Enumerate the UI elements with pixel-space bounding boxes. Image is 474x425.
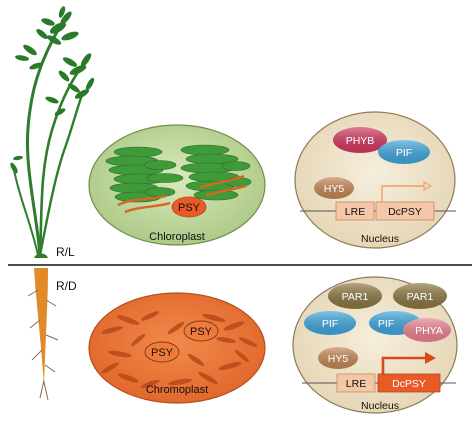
phya-label: PHYA: [415, 325, 443, 337]
pif-label-dark-a: PIF: [322, 318, 338, 330]
nucleus-light: PHYB PIF HY5 LRE DcPSY Nucleus: [294, 111, 456, 249]
carrot-plant-illustration: [10, 6, 95, 401]
phyb-label: PHYB: [346, 135, 375, 147]
stroma-lamellae: [117, 174, 247, 214]
chloroplast: PSY Chloroplast: [88, 124, 266, 246]
dcpsy-label-light: DcPSY: [388, 206, 422, 218]
lre-label-light: LRE: [345, 206, 365, 218]
pif-label-dark-b: PIF: [378, 318, 394, 330]
hy5-label-light: HY5: [324, 183, 345, 195]
pif-label-light: PIF: [396, 147, 412, 159]
lre-label-dark: LRE: [346, 378, 366, 390]
transcription-arrow-light: [381, 185, 424, 203]
section-label-light: R/L: [56, 245, 75, 259]
nucleus-light-label: Nucleus: [361, 233, 399, 245]
carotenoid-crystals: [101, 311, 258, 389]
psy-label-chloroplast: PSY: [178, 202, 201, 214]
dcpsy-gene-dark: [377, 373, 441, 393]
grana-stack-right: [180, 144, 252, 201]
dcpsy-label-dark: DcPSY: [392, 378, 426, 390]
transcription-arrow-dark: [381, 356, 426, 374]
psy-label-chromoplast-1: PSY: [190, 326, 213, 338]
psy-enzyme-chloroplast: [171, 196, 207, 218]
nucleus-dark-label: Nucleus: [361, 400, 399, 412]
chromoplast: PSY PSY Chromoplast: [88, 292, 266, 404]
lre-element-light: [335, 201, 375, 221]
nucleus-dark: PAR1 PAR1 PIF PIF PHYA HY5 LRE DcPSY Nuc…: [292, 276, 458, 414]
psy-enzyme-chromoplast-1: [183, 320, 219, 342]
chromoplast-label: Chromoplast: [146, 384, 208, 396]
hy5-label-dark: HY5: [328, 353, 349, 365]
lre-element-dark: [336, 373, 376, 393]
par1-label-a: PAR1: [342, 291, 369, 303]
psy-enzyme-chromoplast-2: [144, 341, 180, 363]
par1-label-b: PAR1: [407, 291, 434, 303]
psy-label-chromoplast-2: PSY: [151, 347, 174, 359]
dcpsy-gene-light: [375, 201, 435, 221]
chloroplast-label: Chloroplast: [149, 231, 205, 243]
section-label-dark: R/D: [56, 279, 77, 293]
